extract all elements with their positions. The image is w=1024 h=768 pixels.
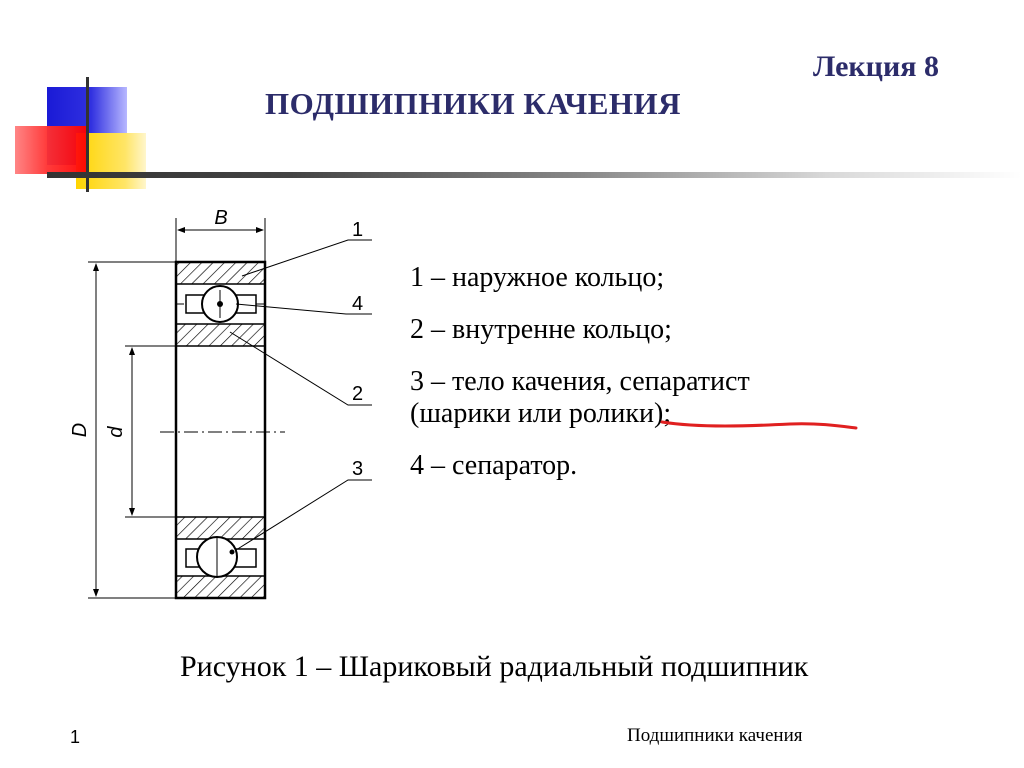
legend-item-outer-ring: 1 – наружное кольцо;	[410, 262, 665, 293]
footer-title: Подшипники качения	[627, 725, 803, 746]
callout-2: 2	[352, 383, 363, 405]
legend-item-rolling-body-line1: 3 – тело качения, сепаратист	[410, 366, 750, 397]
outer-ring-bottom	[175, 575, 266, 599]
legend-item-inner-ring: 2 – внутренне кольцо;	[410, 314, 672, 345]
dim-b-label: B	[214, 207, 227, 229]
header-divider	[47, 172, 1022, 178]
slide-title: ПОДШИПНИКИ КАЧЕНИЯ	[265, 86, 682, 121]
dim-D-label: D	[69, 423, 91, 437]
leader-2	[229, 331, 372, 406]
leader-4	[235, 303, 372, 315]
lecture-label: Лекция 8	[812, 50, 939, 83]
dim-d-label: d	[105, 426, 127, 438]
callout-4: 4	[352, 293, 363, 315]
legend-item-rolling-body-line2: (шарики или ролики);	[410, 398, 672, 429]
legend-list: 1 – наружное кольцо; 2 – внутренне кольц…	[410, 262, 880, 502]
outer-ring-top	[175, 261, 266, 285]
callout-1: 1	[352, 219, 363, 241]
red-underline-annotation	[660, 420, 858, 430]
legend-item-rolling-body: 3 – тело качения, сепаратист (шарики или…	[410, 366, 880, 430]
logo-vertical-line	[86, 77, 89, 192]
slide-number: 1	[70, 727, 81, 747]
red-square	[15, 126, 87, 174]
inner-ring-bottom	[175, 516, 266, 540]
inner-ring-top	[175, 323, 266, 347]
bearing-drawing: B D d 1 4 2 3	[69, 207, 372, 600]
leader-1	[241, 239, 372, 277]
legend-item-cage: 4 – сепаратор.	[410, 450, 578, 481]
decorative-logo	[0, 0, 180, 200]
callout-3: 3	[352, 458, 363, 480]
leader-3	[235, 479, 372, 551]
figure-caption: Рисунок 1 – Шариковый радиальный подшипн…	[180, 650, 809, 683]
